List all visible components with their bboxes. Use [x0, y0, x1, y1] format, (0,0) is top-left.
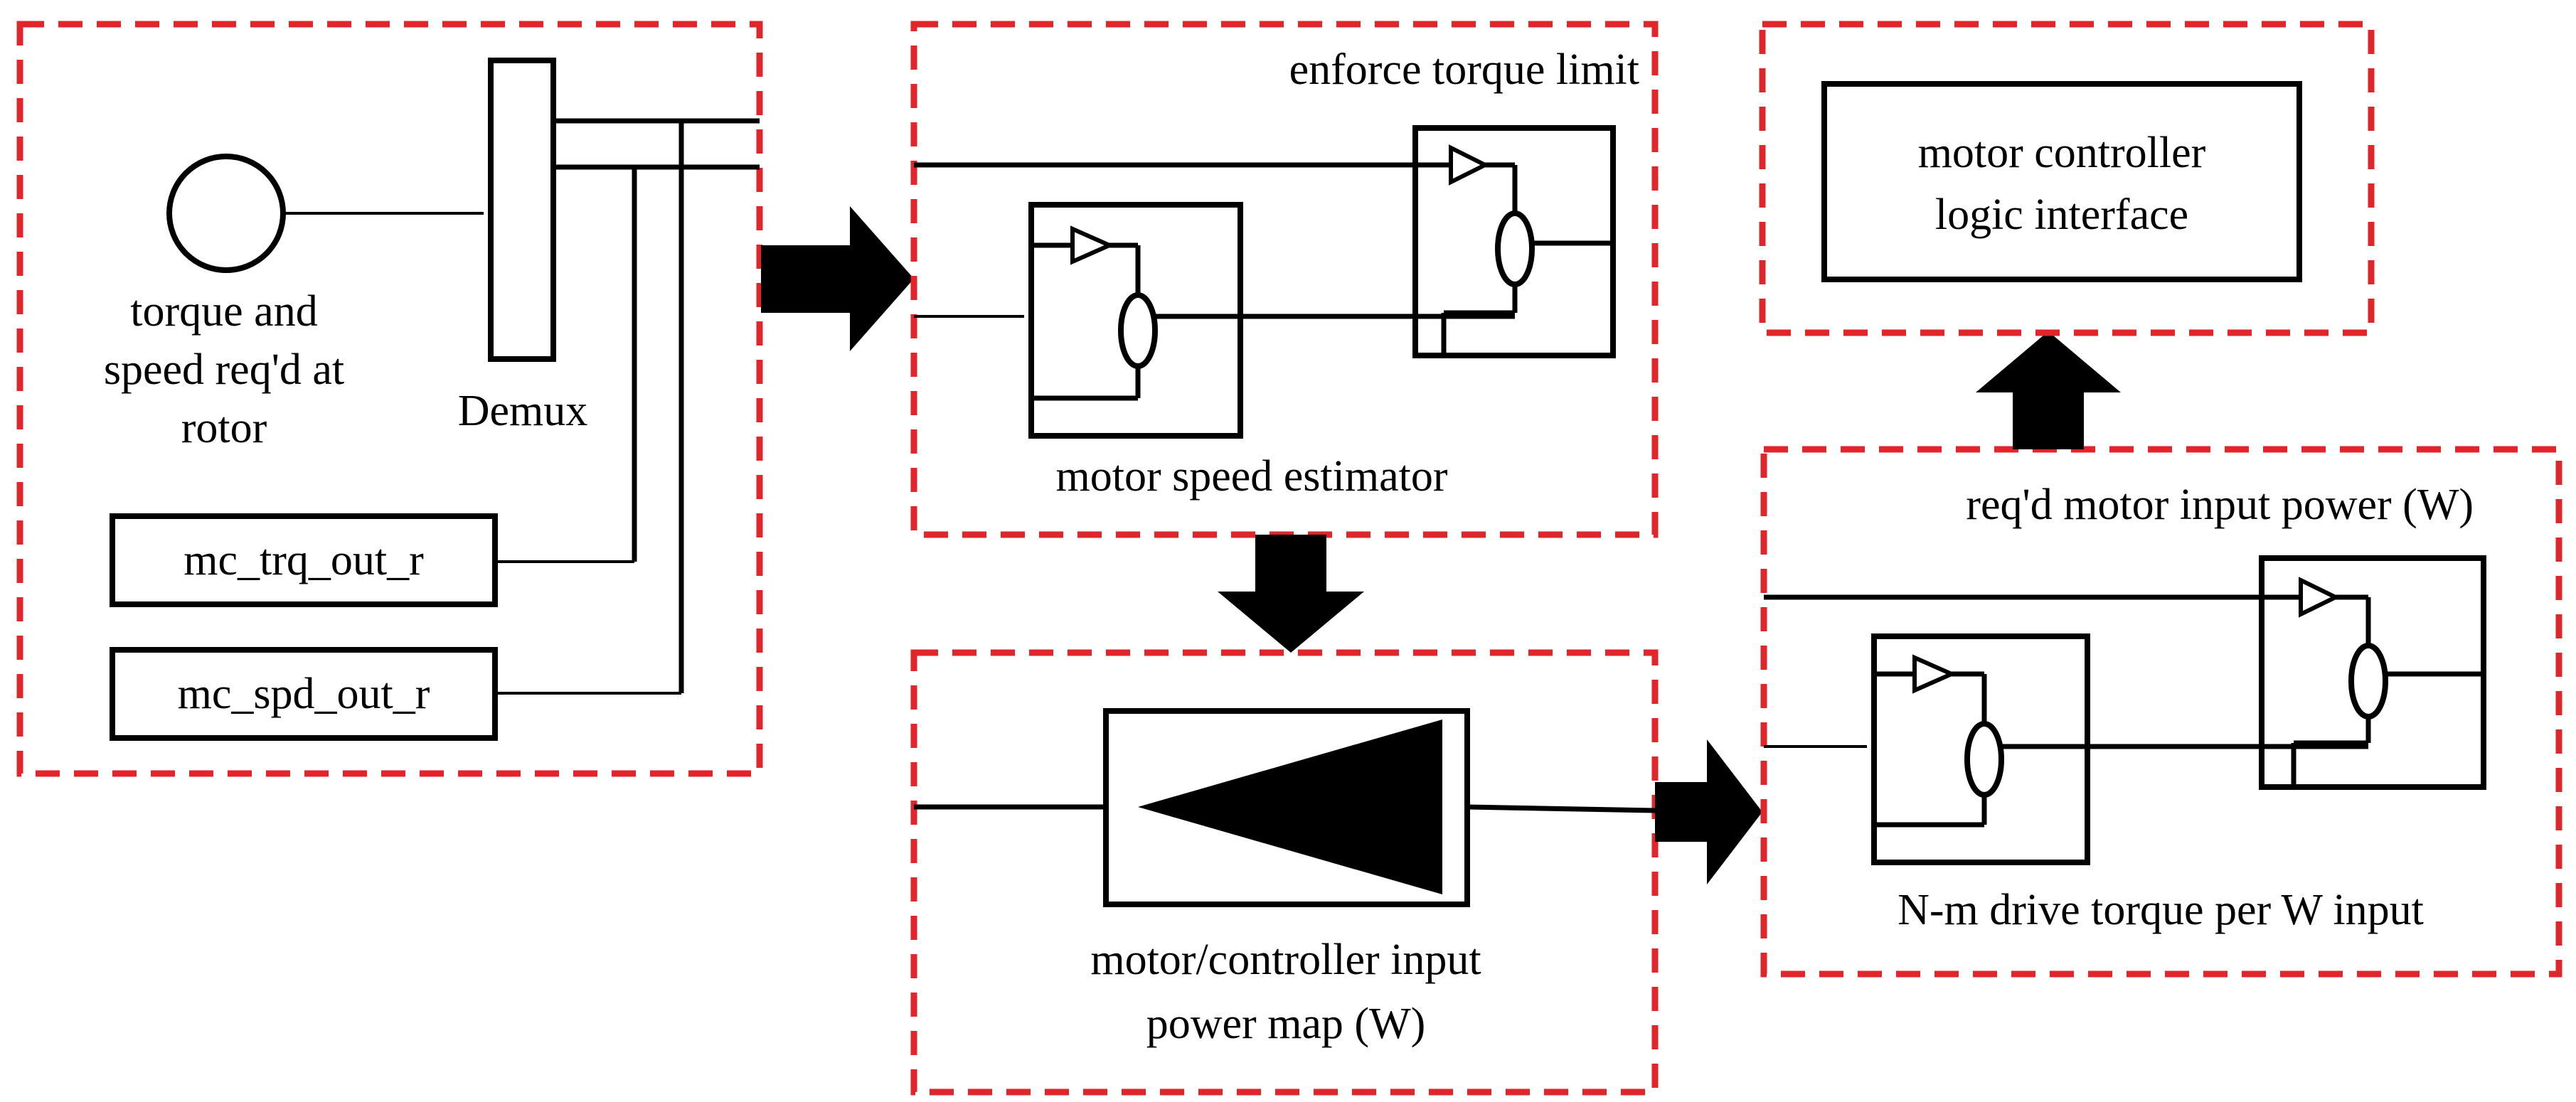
- speed-estimator-label: motor speed estimator: [1056, 452, 1448, 501]
- demux-label: Demux: [458, 387, 588, 435]
- input-power-footer: N-m drive torque per W input: [1898, 886, 2424, 934]
- demux-block: [488, 58, 556, 362]
- power-map-output-line: [1467, 804, 1656, 813]
- input-port-circle: [166, 154, 286, 273]
- logic-interface-group: motor controller logic interface: [1759, 21, 2375, 336]
- torque-output-block: [110, 513, 498, 607]
- input-label-line3: rotor: [181, 404, 267, 452]
- input-power-group: req'd motor input power (W) N-m drive to…: [1760, 446, 2562, 978]
- estimator-switch-ellipse: [1118, 292, 1158, 369]
- logic-interface-block: [1821, 81, 2302, 282]
- torque-per-watt-switch-ellipse: [1964, 721, 2004, 798]
- input-power-group-border: [1760, 446, 2562, 978]
- torque-limit-title: enforce torque limit: [1289, 46, 1639, 94]
- power-map-label-line2: power map (W): [1146, 1000, 1426, 1048]
- speed-output-block: [110, 647, 498, 741]
- input-demux-group: torque and speed req'd at rotor Demux mc…: [16, 21, 763, 777]
- logic-interface-label-line2: logic interface: [1935, 191, 2188, 239]
- torque-limit-gain-triangle: [1449, 144, 1490, 186]
- power-map-lookup-triangle: [1138, 719, 1442, 894]
- input-power-gain-triangle: [2299, 577, 2341, 618]
- torque-per-watt-gain-triangle: [1912, 654, 1957, 694]
- input-demux-group-border: [16, 21, 763, 777]
- torque-output-label: mc_trq_out_r: [183, 536, 424, 584]
- flow-arrow-right-1: [761, 206, 914, 351]
- torque-limit-group: enforce torque limit motor speed estimat…: [910, 21, 1659, 538]
- power-map-group: motor/controller input power map (W): [910, 649, 1659, 1096]
- flow-arrow-right-2: [1655, 739, 1762, 884]
- input-power-title: req'd motor input power (W): [1966, 481, 2474, 529]
- flow-arrow-up-1: [1976, 331, 2121, 449]
- input-label-line1: torque and: [130, 287, 317, 336]
- power-map-group-border: [910, 649, 1659, 1096]
- input-power-switch-ellipse: [2348, 643, 2388, 719]
- logic-interface-label-line1: motor controller: [1918, 129, 2206, 177]
- flow-arrow-down-1: [1218, 535, 1364, 653]
- power-map-label-line1: motor/controller input: [1090, 936, 1481, 984]
- speed-output-label: mc_spd_out_r: [178, 670, 430, 718]
- input-label-line2: speed req'd at: [104, 346, 344, 394]
- torque-limit-switch-ellipse: [1495, 210, 1535, 287]
- estimator-gain-triangle: [1070, 225, 1115, 265]
